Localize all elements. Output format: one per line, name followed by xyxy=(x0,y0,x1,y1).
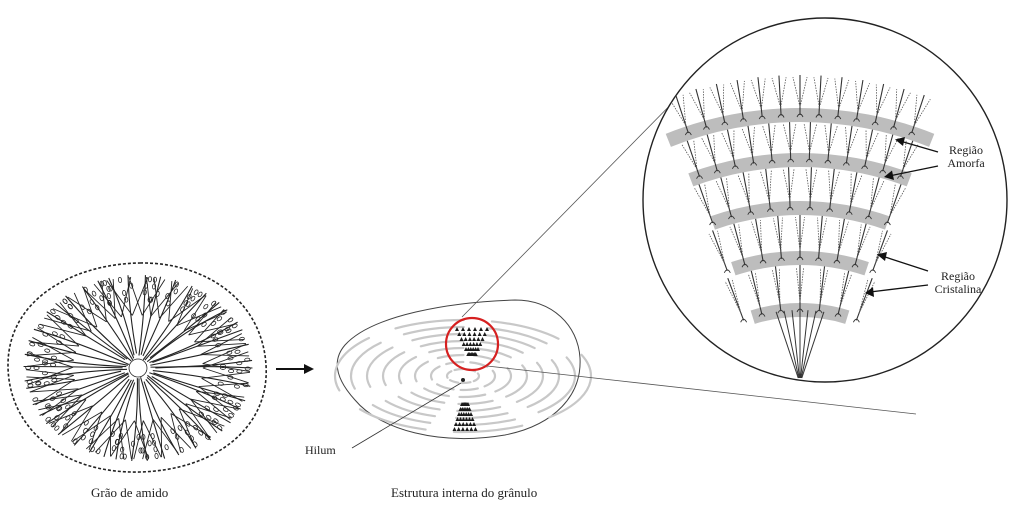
internal-structure-caption: Estrutura interna do grânulo xyxy=(391,486,537,499)
crystalline-region-label: Região Cristalina xyxy=(928,270,988,296)
hilum-dot xyxy=(461,378,465,382)
crystalline-label-line2: Cristalina xyxy=(928,283,988,296)
amorphous-label-line2: Amorfa xyxy=(936,157,996,170)
magnified-view xyxy=(643,18,1007,382)
grain-center xyxy=(129,359,147,377)
starch-grain-illustration xyxy=(8,263,266,472)
hilum-label: Hilum xyxy=(305,444,336,457)
magnified-circle xyxy=(643,18,1007,382)
arrow-right-icon xyxy=(276,364,314,374)
amorphous-region-label: Região Amorfa xyxy=(936,144,996,170)
granule-caption: Grão de amido xyxy=(91,486,168,499)
internal-structure-illustration xyxy=(335,300,591,448)
